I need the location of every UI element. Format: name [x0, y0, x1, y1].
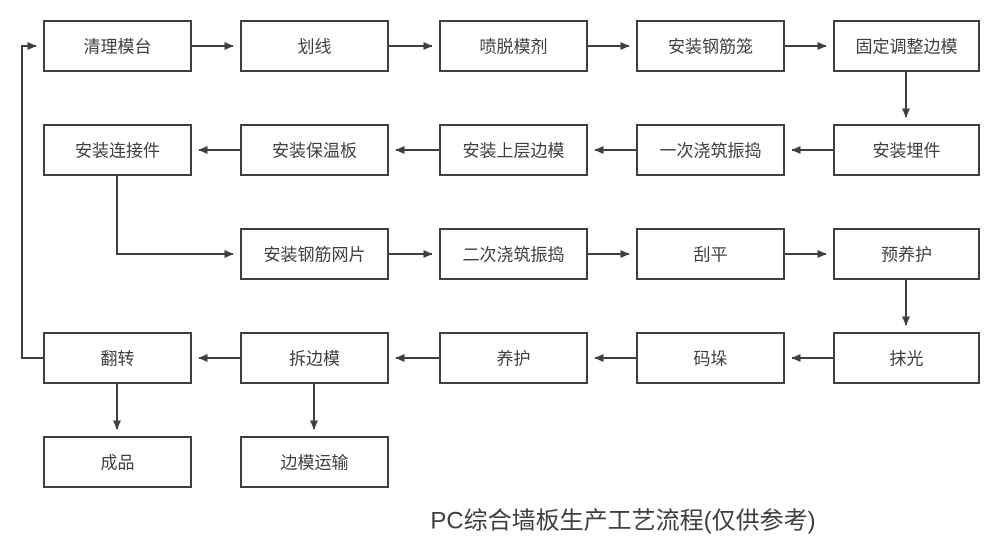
- process-node-n10[interactable]: 安装埋件: [833, 124, 980, 176]
- node-label: 成品: [101, 454, 135, 473]
- process-node-n5[interactable]: 固定调整边模: [833, 20, 980, 72]
- node-box[interactable]: [240, 436, 389, 488]
- node-label: 安装钢筋笼: [668, 38, 753, 57]
- node-box[interactable]: [833, 228, 980, 280]
- process-node-n12[interactable]: 二次浇筑振捣: [439, 228, 588, 280]
- process-node-n8[interactable]: 安装上层边模: [439, 124, 588, 176]
- node-box[interactable]: [240, 124, 389, 176]
- flow-arrow-n6-to-n11: [116, 175, 234, 258]
- node-label: 边模运输: [281, 454, 349, 473]
- node-label: 码垛: [694, 350, 728, 369]
- diagram-caption: PC综合墙板生产工艺流程(仅供参考): [430, 508, 815, 535]
- node-label: 预养护: [881, 246, 932, 265]
- node-box[interactable]: [833, 332, 980, 384]
- node-box[interactable]: [833, 124, 980, 176]
- node-label: 安装连接件: [75, 142, 160, 161]
- process-node-n3[interactable]: 喷脱模剂: [439, 20, 588, 72]
- node-box[interactable]: [439, 124, 588, 176]
- process-node-n20[interactable]: 成品: [43, 436, 192, 488]
- node-box[interactable]: [240, 20, 389, 72]
- flow-arrow-n15-to-n1: [21, 42, 44, 359]
- node-label: 翻转: [101, 350, 135, 369]
- node-label: 安装保温板: [272, 142, 357, 161]
- process-node-n15[interactable]: 翻转: [43, 332, 192, 384]
- process-node-n11[interactable]: 安装钢筋网片: [240, 228, 389, 280]
- process-node-n21[interactable]: 边模运输: [240, 436, 389, 488]
- process-node-n16[interactable]: 拆边模: [240, 332, 389, 384]
- node-box[interactable]: [439, 332, 588, 384]
- node-label: 喷脱模剂: [480, 38, 548, 57]
- process-node-n13[interactable]: 刮平: [636, 228, 785, 280]
- node-label: 抹光: [890, 350, 924, 369]
- node-label: 固定调整边模: [856, 38, 958, 57]
- node-box[interactable]: [833, 20, 980, 72]
- node-label: 拆边模: [289, 350, 340, 369]
- edge-layer: [21, 42, 910, 430]
- process-node-n6[interactable]: 安装连接件: [43, 124, 192, 176]
- node-box[interactable]: [439, 20, 588, 72]
- node-label: 一次浇筑振捣: [660, 142, 762, 161]
- node-label: 安装上层边模: [463, 142, 565, 161]
- node-label: 清理模台: [84, 38, 152, 57]
- process-node-n18[interactable]: 码垛: [636, 332, 785, 384]
- node-label: 安装埋件: [873, 142, 941, 161]
- node-box[interactable]: [43, 332, 192, 384]
- process-node-n7[interactable]: 安装保温板: [240, 124, 389, 176]
- node-box[interactable]: [43, 124, 192, 176]
- node-box[interactable]: [43, 20, 192, 72]
- process-node-n14[interactable]: 预养护: [833, 228, 980, 280]
- node-label: 安装钢筋网片: [264, 246, 366, 265]
- node-label: 养护: [497, 350, 531, 369]
- process-node-n9[interactable]: 一次浇筑振捣: [636, 124, 785, 176]
- process-node-n17[interactable]: 养护: [439, 332, 588, 384]
- process-node-n4[interactable]: 安装钢筋笼: [636, 20, 785, 72]
- node-label: 刮平: [694, 246, 728, 265]
- node-box[interactable]: [240, 332, 389, 384]
- node-box[interactable]: [636, 124, 785, 176]
- node-box[interactable]: [240, 228, 389, 280]
- process-node-n2[interactable]: 划线: [240, 20, 389, 72]
- node-label: 划线: [298, 38, 332, 57]
- process-node-n1[interactable]: 清理模台: [43, 20, 192, 72]
- node-box[interactable]: [636, 332, 785, 384]
- node-label: 二次浇筑振捣: [463, 246, 565, 265]
- node-box[interactable]: [439, 228, 588, 280]
- node-box[interactable]: [43, 436, 192, 488]
- node-box[interactable]: [636, 228, 785, 280]
- node-box[interactable]: [636, 20, 785, 72]
- process-node-n19[interactable]: 抹光: [833, 332, 980, 384]
